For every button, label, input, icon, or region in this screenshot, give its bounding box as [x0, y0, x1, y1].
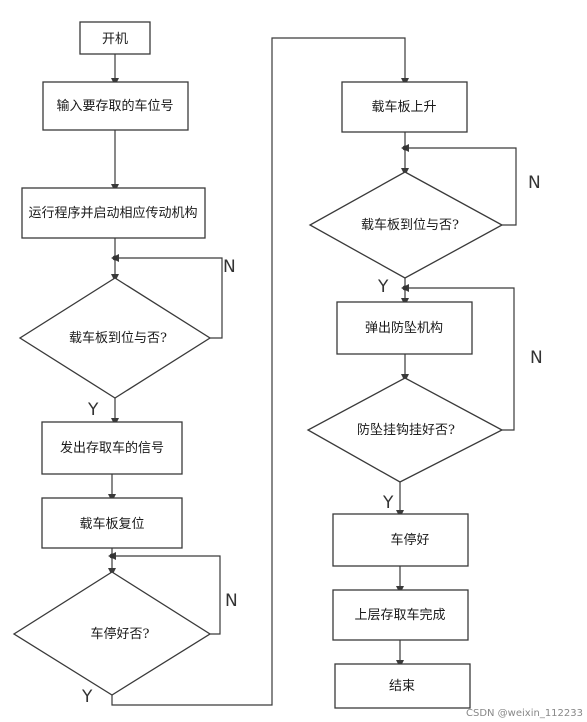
loop-no-connector: [108, 552, 221, 635]
label-no: N: [528, 173, 541, 193]
label-yes: Y: [87, 400, 99, 420]
decision-plate-arrived-1: 载车板到位与否?: [18, 277, 212, 399]
decision-anti-fall-hooked: 防坠挂钩挂好否?: [306, 377, 504, 483]
junction-dot: [112, 255, 118, 261]
watermark: CSDN @weixin_112233: [466, 708, 583, 719]
node-car-parked: 车停好: [332, 513, 469, 567]
junction-dot: [402, 145, 408, 151]
node-input-slot: 输入要存取的车位号: [42, 81, 189, 131]
node-eject-anti-fall: 弹出防坠机构: [336, 301, 473, 355]
decision-plate-arrived-1-label: 载车板到位与否?: [69, 330, 167, 346]
label-yes: Y: [81, 687, 93, 707]
node-eject-anti-fall-label: 弹出防坠机构: [365, 320, 443, 336]
decision-anti-fall-hooked-label: 防坠挂钩挂好否?: [357, 422, 455, 438]
label-yes: Y: [382, 493, 394, 513]
loop-no-connector: [111, 254, 223, 339]
decision-plate-arrived-2: 载车板到位与否?: [308, 171, 504, 279]
label-no: N: [530, 348, 543, 368]
node-upper-complete-label: 上层存取车完成: [354, 607, 445, 623]
junction-dot: [109, 553, 115, 559]
node-plate-raise-label: 载车板上升: [371, 99, 436, 115]
node-upper-complete: 上层存取车完成: [332, 589, 469, 641]
node-send-signal: 发出存取车的信号: [41, 421, 183, 475]
loop-no-connector: [401, 144, 517, 226]
node-plate-reset: 载车板复位: [41, 497, 183, 549]
node-run-program: 运行程序并启动相应传动机构: [21, 187, 206, 239]
node-start: 开机: [79, 21, 151, 55]
label-yes: Y: [377, 277, 389, 297]
junction-dot: [402, 285, 408, 291]
node-car-parked-label: 车停好: [390, 532, 429, 548]
node-start-label: 开机: [102, 32, 128, 47]
node-plate-raise: 载车板上升: [341, 81, 468, 133]
node-end-label: 结束: [389, 679, 415, 694]
yes-connector-to-right-column: [111, 37, 409, 706]
node-plate-reset-label: 载车板复位: [79, 516, 144, 532]
label-no: N: [223, 257, 236, 277]
decision-car-parked: 车停好否?: [12, 571, 212, 696]
node-send-signal-label: 发出存取车的信号: [60, 440, 164, 456]
node-input-slot-label: 输入要存取的车位号: [56, 98, 173, 114]
decision-car-parked-label: 车停好否?: [91, 626, 150, 642]
label-no: N: [225, 591, 238, 611]
loop-no-connector: [401, 284, 515, 431]
node-run-program-label: 运行程序并启动相应传动机构: [28, 205, 197, 221]
node-end: 结束: [334, 663, 471, 709]
decision-plate-arrived-2-label: 载车板到位与否?: [361, 217, 459, 233]
